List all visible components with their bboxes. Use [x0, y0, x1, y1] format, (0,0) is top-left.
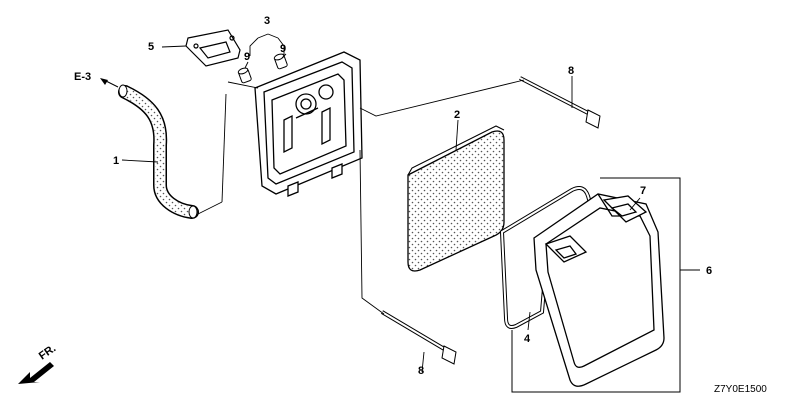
callout-3: 3 — [264, 15, 270, 27]
bolt — [380, 76, 601, 365]
callout-5: 5 — [148, 41, 154, 53]
callout-9: 9 — [280, 43, 286, 55]
callout-8: 8 — [418, 365, 424, 377]
breather-tube — [118, 84, 199, 219]
assembly-bracket — [511, 177, 700, 393]
callout-9: 9 — [244, 51, 250, 63]
callout-1: 1 — [113, 155, 119, 167]
callout-7: 7 — [640, 185, 646, 197]
gasket — [185, 29, 241, 67]
reference-arrow — [100, 78, 119, 88]
callout-6: 6 — [706, 265, 712, 277]
front-label: FR. — [37, 342, 58, 362]
collar — [237, 53, 288, 84]
front-arrow — [18, 362, 54, 384]
callout-8: 8 — [568, 65, 574, 77]
leader-lines — [121, 33, 641, 373]
cover-tab — [602, 195, 648, 223]
air-cleaner-cover — [533, 193, 665, 387]
callout-2: 2 — [454, 109, 460, 121]
reference-label: E-3 — [74, 71, 91, 83]
air-cleaner-case — [254, 51, 363, 197]
callout-4: 4 — [524, 333, 531, 345]
drawing-code: Z7Y0E1500 — [714, 384, 767, 395]
